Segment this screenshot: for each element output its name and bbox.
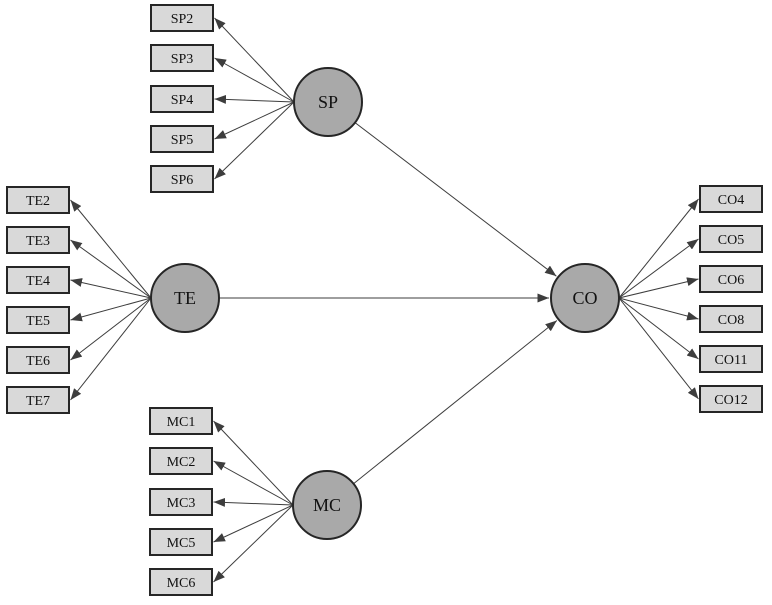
indicator-box-MC2 — [149, 447, 213, 475]
indicator-box-SP3 — [150, 44, 214, 72]
label-layer: SP2SP3SP4SP5SP6TE2TE3TE4TE5TE6TE7MC1MC2M… — [26, 12, 748, 591]
indicator-label-CO6: CO6 — [718, 273, 744, 288]
loading-arrow-CO-CO4 — [618, 198, 699, 299]
loading-arrow-MC-MC2 — [213, 460, 294, 506]
latent-label-MC: MC — [313, 495, 341, 515]
indicator-label-SP3: SP3 — [171, 52, 194, 67]
loading-arrow-SP-SP3 — [214, 57, 295, 103]
indicator-box-TE6 — [6, 346, 70, 374]
indicator-label-SP5: SP5 — [171, 133, 194, 148]
indicator-label-SP2: SP2 — [171, 12, 194, 27]
indicator-label-CO8: CO8 — [718, 313, 744, 328]
loading-arrow-MC-MC6 — [213, 504, 294, 583]
indicator-box-CO5 — [699, 225, 763, 253]
latent-node-CO — [550, 263, 620, 333]
indicator-label-MC1: MC1 — [167, 415, 196, 430]
indicator-label-MC2: MC2 — [167, 455, 196, 470]
loading-arrow-CO-CO6 — [618, 277, 699, 299]
indicator-box-TE5 — [6, 306, 70, 334]
loading-arrow-TE-TE4 — [70, 278, 152, 299]
indicator-box-SP2 — [150, 4, 214, 32]
indicator-box-CO11 — [699, 345, 763, 373]
loading-arrow-TE-TE7 — [70, 297, 152, 401]
indicator-box-MC3 — [149, 488, 213, 516]
indicator-label-CO4: CO4 — [718, 193, 744, 208]
loading-arrow-TE-TE5 — [70, 297, 152, 322]
indicator-label-SP4: SP4 — [171, 93, 194, 108]
loading-arrow-SP-SP5 — [214, 101, 295, 140]
indicator-label-MC6: MC6 — [167, 576, 196, 591]
indicator-box-TE2 — [6, 186, 70, 214]
loading-arrow-TE-TE2 — [70, 199, 152, 299]
loading-arrow-SP-SP6 — [214, 101, 295, 180]
arrows-layer — [70, 17, 699, 583]
indicator-box-SP4 — [150, 85, 214, 113]
indicator-box-CO8 — [699, 305, 763, 333]
indicator-label-TE3: TE3 — [26, 234, 50, 249]
loading-arrow-CO-CO5 — [618, 238, 699, 299]
loading-arrow-SP-SP4 — [214, 94, 295, 104]
loading-arrow-TE-TE6 — [70, 297, 152, 361]
latent-label-SP: SP — [318, 92, 338, 112]
loading-arrow-TE-TE3 — [70, 239, 152, 299]
latent-node-SP — [293, 67, 363, 137]
loading-arrow-CO-CO12 — [618, 297, 699, 400]
loading-arrow-CO-CO8 — [618, 297, 699, 321]
indicator-label-MC5: MC5 — [167, 536, 196, 551]
indicator-box-MC5 — [149, 528, 213, 556]
structural-arrow-MC-CO — [353, 320, 558, 485]
indicator-box-CO4 — [699, 185, 763, 213]
indicator-box-CO12 — [699, 385, 763, 413]
loading-arrow-SP-SP2 — [214, 17, 295, 103]
latent-label-CO: CO — [572, 288, 597, 308]
indicator-label-TE6: TE6 — [26, 354, 50, 369]
indicator-box-TE3 — [6, 226, 70, 254]
indicator-box-MC6 — [149, 568, 213, 596]
loading-arrow-MC-MC1 — [213, 420, 294, 506]
indicator-label-CO12: CO12 — [714, 393, 747, 408]
indicator-label-MC3: MC3 — [167, 496, 196, 511]
latent-node-MC — [292, 470, 362, 540]
structural-arrow-SP-CO — [354, 122, 557, 277]
latent-layer — [150, 67, 620, 540]
indicator-label-CO11: CO11 — [715, 353, 748, 368]
latent-node-TE — [150, 263, 220, 333]
indicator-label-TE7: TE7 — [26, 394, 50, 409]
loading-arrow-MC-MC5 — [213, 504, 294, 543]
indicator-box-TE7 — [6, 386, 70, 414]
indicator-box-TE4 — [6, 266, 70, 294]
indicator-layer — [6, 4, 763, 596]
indicator-label-CO5: CO5 — [718, 233, 744, 248]
indicator-label-TE4: TE4 — [26, 274, 50, 289]
loading-arrow-MC-MC3 — [213, 497, 294, 507]
indicator-box-SP6 — [150, 165, 214, 193]
indicator-box-SP5 — [150, 125, 214, 153]
loading-arrow-CO-CO11 — [618, 297, 699, 360]
indicator-label-SP6: SP6 — [171, 173, 194, 188]
indicator-box-CO6 — [699, 265, 763, 293]
latent-label-TE: TE — [174, 288, 196, 308]
indicator-label-TE2: TE2 — [26, 194, 50, 209]
indicator-box-MC1 — [149, 407, 213, 435]
indicator-label-TE5: TE5 — [26, 314, 50, 329]
